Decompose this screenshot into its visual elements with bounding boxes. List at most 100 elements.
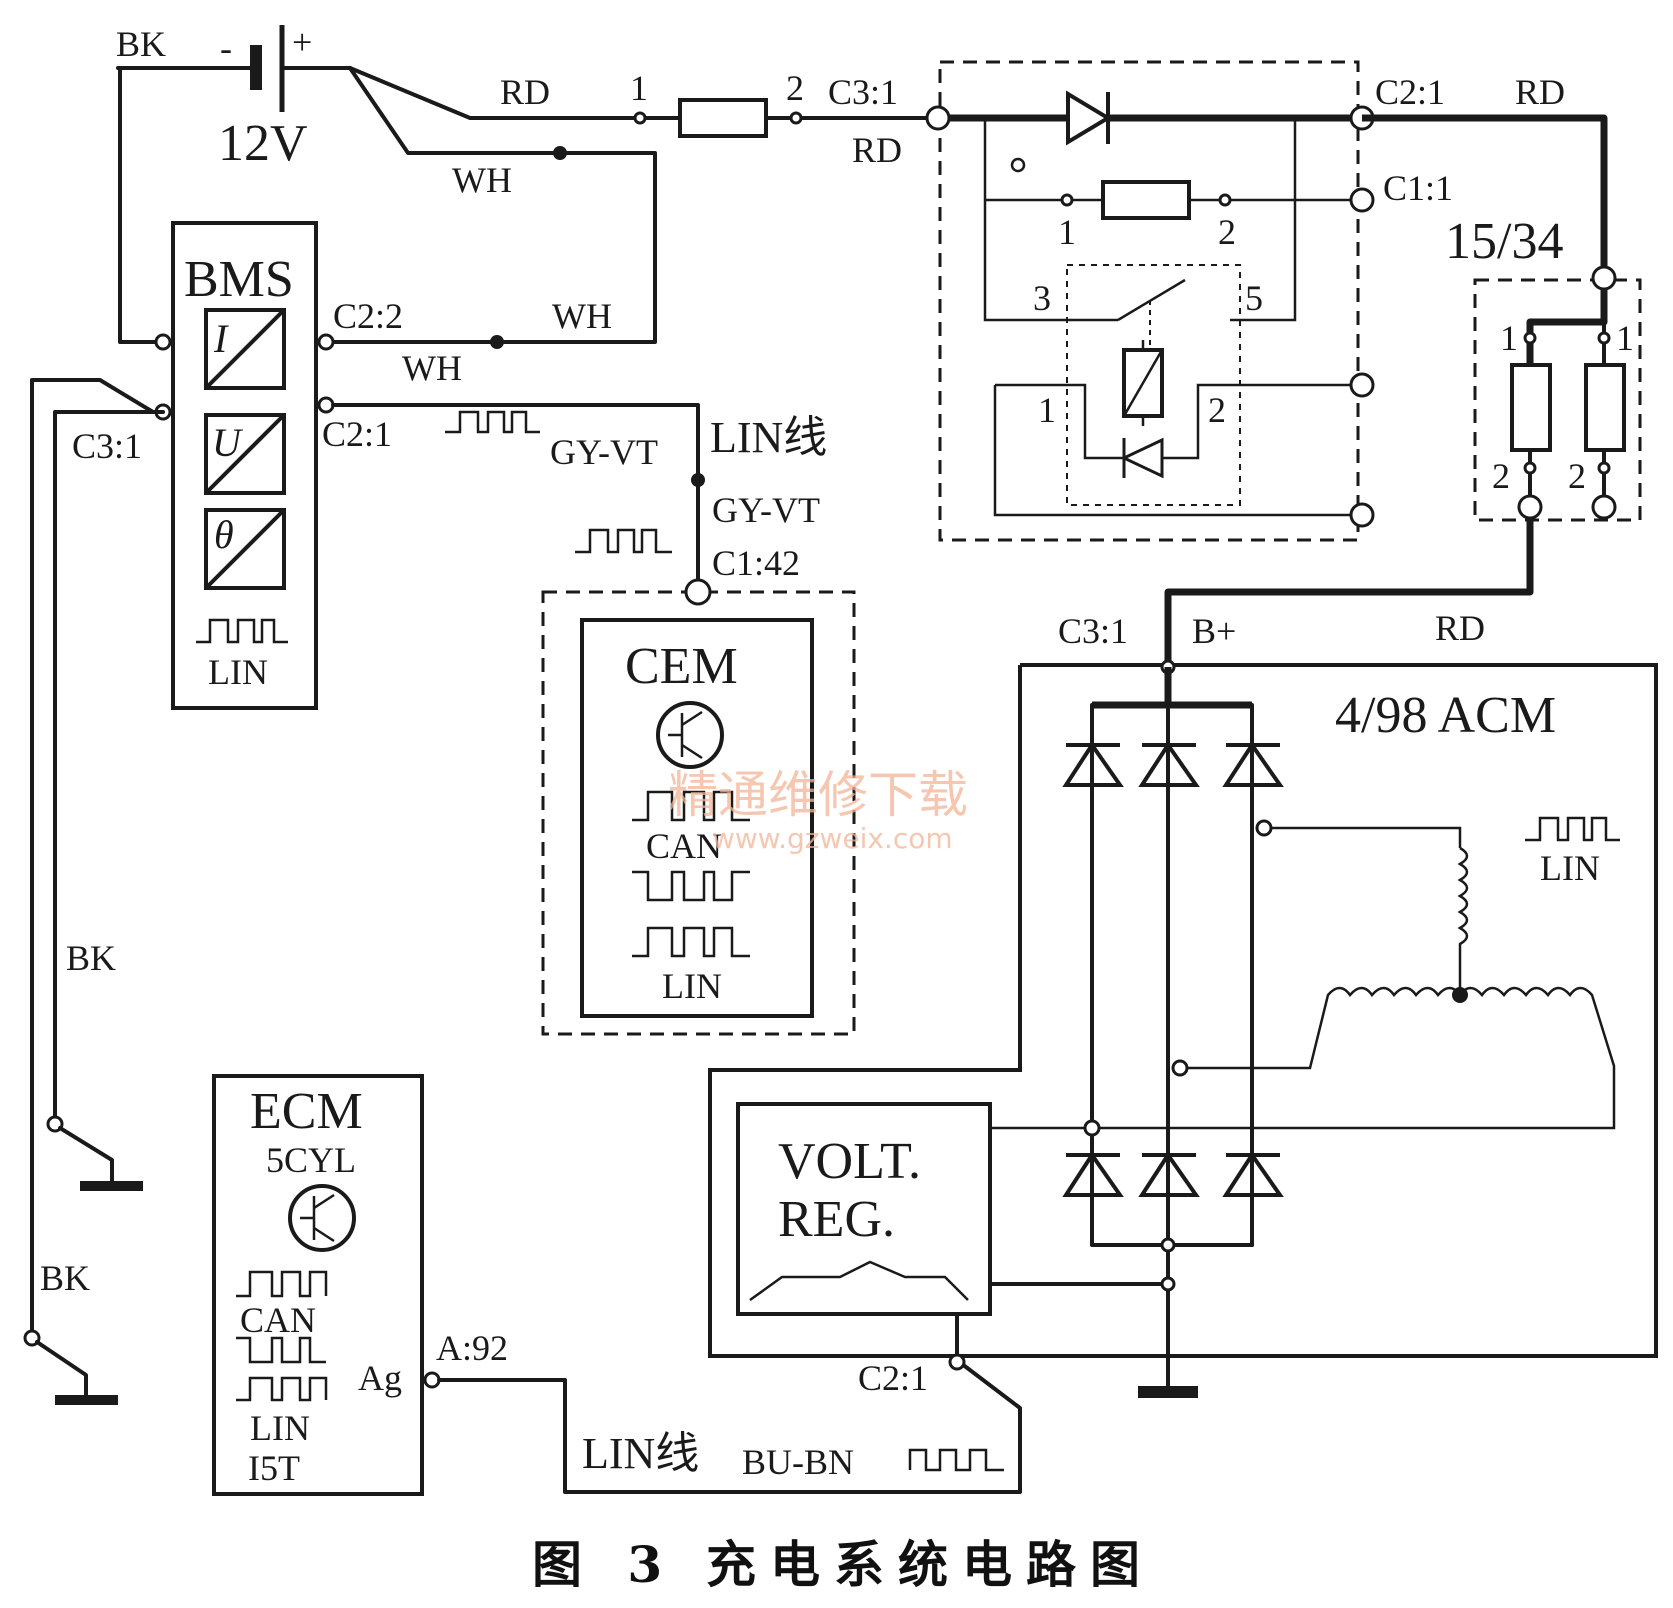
lin-splice-dot — [691, 473, 705, 487]
fuse-1-top-pin: 1 — [1500, 318, 1518, 358]
battery-plus-label: + — [292, 22, 312, 62]
acm-c3-1-label: C3:1 — [1058, 611, 1128, 651]
volt-reg-line-1: VOLT. — [778, 1133, 921, 1190]
cem-lin-pulse-icon — [575, 528, 672, 554]
figure-title: 充电系统电路图 — [706, 1535, 1154, 1594]
wh-label-2: WH — [552, 296, 612, 336]
bms-temperature-sensor-label: θ — [214, 512, 234, 557]
battery: - + 12V — [116, 22, 352, 172]
voltage-regulator-box — [736, 1102, 992, 1316]
watermark-url: www.gzweix.com — [712, 822, 953, 855]
cem-can-high-icon — [632, 790, 750, 822]
bk-left-label-2: BK — [40, 1258, 90, 1298]
bms-c3-1-label: C3:1 — [72, 426, 142, 466]
acm-lin-pulse-icon — [1525, 816, 1620, 842]
ecm-model-label: 5CYL — [266, 1140, 356, 1180]
bms-c2-1-label: C2:1 — [322, 414, 392, 454]
stator-winding-icon — [990, 819, 1616, 1137]
bms-c2-2-label: C2:2 — [333, 296, 403, 336]
bk-top-wire-label: BK — [116, 24, 166, 64]
cem-c1-42-label: C1:42 — [712, 543, 800, 583]
acm-module — [708, 659, 1658, 1398]
bms-title: BMS — [184, 251, 294, 308]
main-fuse-pin-2: 2 — [786, 68, 804, 108]
fuse-2-bottom-pin: 2 — [1568, 456, 1586, 496]
rd-mid-wire-label: RD — [852, 130, 902, 170]
acm-b-plus-label: B+ — [1192, 611, 1236, 651]
fuse-block-label: 15/34 — [1445, 213, 1563, 270]
cem-transistor-icon — [656, 701, 724, 769]
coil-pin-2: 2 — [1208, 390, 1226, 430]
fuse-2-top-pin: 1 — [1616, 318, 1634, 358]
bms-module: BMS I U θ LIN — [154, 221, 335, 710]
bk-ground-wire-2 — [53, 410, 165, 1126]
cem-lin-icon — [632, 926, 750, 958]
relay-box: 1 2 3 5 1 2 — [925, 60, 1375, 542]
battery-minus-label: - — [220, 28, 232, 68]
lin-line-label-1: LIN线 — [710, 413, 827, 462]
volt-reg-line-2: REG. — [778, 1191, 895, 1248]
fuse-block-15-34: 1 1 2 2 — [1473, 265, 1642, 522]
ecm-lin-icon — [236, 1376, 328, 1402]
gy-vt-label-1: GY-VT — [550, 432, 658, 472]
ecm-lin-label: LIN — [250, 1408, 310, 1448]
relay-pin-3: 3 — [1033, 278, 1051, 318]
figure-number: 图 3 — [532, 1535, 676, 1594]
coil-pin-1: 1 — [1038, 390, 1056, 430]
ecm-a-92-label: A:92 — [436, 1328, 508, 1368]
bms-lin-pulse-icon — [445, 410, 540, 434]
bms-current-sensor-label: I — [213, 316, 229, 361]
bms-voltage-sensor-label: U — [212, 420, 244, 465]
cem-lin-label: LIN — [662, 966, 722, 1006]
main-fuse: 1 2 — [630, 68, 940, 138]
ground-switch-1 — [46, 1115, 143, 1191]
bu-bn-label: BU-BN — [742, 1442, 854, 1482]
bms-lin-signal-icon — [196, 618, 288, 644]
inner-fuse-pin-2: 2 — [1218, 212, 1236, 252]
battery-voltage-label: 12V — [218, 115, 308, 172]
cem-can-low-icon — [632, 870, 750, 902]
lin-line-label-2: LIN线 — [582, 1429, 699, 1478]
ecm-ag-label: Ag — [358, 1358, 402, 1398]
rd-bottom-wire-label: RD — [1435, 608, 1485, 648]
rd-fuseblock-to-acm-wire — [1164, 518, 1534, 665]
cem-can-label: CAN — [646, 826, 722, 866]
gy-vt-lin-wire — [331, 403, 700, 588]
ecm-can-label: CAN — [240, 1300, 316, 1340]
acm-c2-1-label: C2:1 — [858, 1358, 928, 1398]
bu-bn-pulse-icon — [908, 1448, 1004, 1472]
wh-label-1: WH — [452, 160, 512, 200]
bk-battery-ground-wire — [118, 66, 160, 344]
ecm-title: ECM — [250, 1083, 363, 1140]
relay-pin-5: 5 — [1245, 278, 1263, 318]
acm-title: 4/98 ACM — [1335, 687, 1556, 744]
relay-box-c1-1-label: C1:1 — [1383, 168, 1453, 208]
bms-lin-label: LIN — [208, 652, 268, 692]
rd-relay-to-fuseblock-wire — [1362, 114, 1608, 278]
main-fuse-pin-1: 1 — [630, 68, 648, 108]
ecm-variant-label: I5T — [248, 1448, 300, 1488]
inner-fuse-pin-1: 1 — [1058, 212, 1076, 252]
rd-battery-positive-wire — [348, 66, 642, 120]
ecm-module: ECM 5CYL CAN LIN I5T Ag — [212, 1074, 441, 1496]
lower-diode-row — [1062, 1126, 1284, 1247]
rd-right-wire-label: RD — [1515, 72, 1565, 112]
bu-bn-lin-wire — [437, 1362, 1022, 1494]
ecm-can-high-icon — [236, 1270, 328, 1298]
bk-bms-ground-wire — [30, 378, 155, 1340]
acm-lin-label: LIN — [1540, 848, 1600, 888]
gy-vt-label-2: GY-VT — [712, 490, 820, 530]
fuse-1-bottom-pin: 2 — [1492, 456, 1510, 496]
relay-box-c3-1-label: C3:1 — [828, 72, 898, 112]
ecm-transistor-icon — [288, 1184, 356, 1252]
bk-left-label-1: BK — [66, 938, 116, 978]
rd-top-wire-label: RD — [500, 72, 550, 112]
cem-title: CEM — [625, 638, 738, 695]
watermark-text: 精通维修下载 — [668, 766, 968, 824]
wh-label-3: WH — [402, 348, 462, 388]
wh-battery-wire — [323, 66, 657, 344]
wh-splice-dot-2 — [490, 335, 504, 349]
ground-switch-2 — [23, 1329, 118, 1405]
relay-box-c2-1-label: C2:1 — [1375, 72, 1445, 112]
